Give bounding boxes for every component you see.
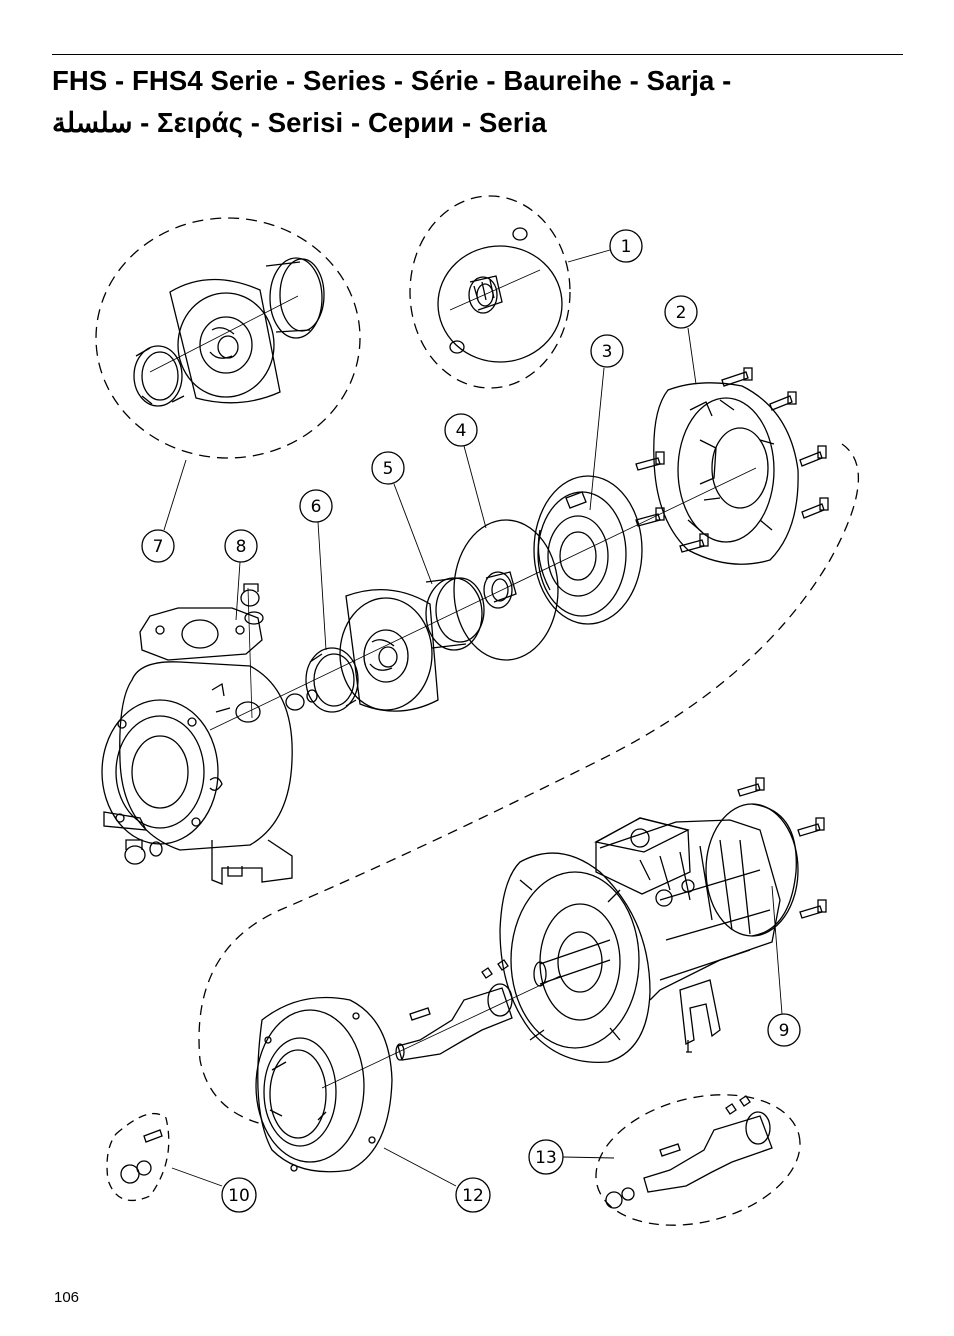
shaft-and-lantern — [255, 959, 561, 1173]
title-line-2: سلسلة - Σειράς - Serisi - Серии - Seria — [52, 107, 547, 138]
detail-group-10 — [106, 1113, 170, 1201]
assembly-connector-dashed — [198, 443, 860, 1125]
seal-housing — [533, 475, 643, 625]
callout-8: 4 — [444, 413, 487, 529]
svg-text:2: 2 — [676, 303, 687, 323]
callout-3: 3 — [589, 334, 624, 511]
callout-5: 6 — [299, 489, 333, 651]
callout-4: 2 — [664, 295, 698, 385]
callout-2: 7 — [141, 459, 187, 563]
header-rule — [52, 54, 903, 55]
pump-casing — [101, 583, 318, 885]
bracket-bolts — [635, 367, 829, 553]
callout-7: 1 — [567, 229, 643, 263]
callout-6: 5 — [371, 451, 433, 585]
svg-text:1: 1 — [621, 237, 632, 257]
callout-9: 9 — [767, 885, 801, 1047]
impeller-assembly — [305, 519, 559, 713]
svg-text:12: 12 — [462, 1186, 484, 1206]
shaft-axis-line — [209, 467, 757, 731]
callout-13: 13 — [528, 1139, 615, 1175]
svg-text:7: 7 — [153, 537, 164, 557]
svg-text:10: 10 — [228, 1186, 250, 1206]
detail-group-7 — [409, 195, 571, 389]
svg-text:9: 9 — [779, 1021, 790, 1041]
callout-1: 8 — [224, 529, 258, 621]
detail-group-13 — [595, 1094, 801, 1226]
page-title: FHS - FHS4 Serie - Series - Série - Baur… — [52, 60, 912, 144]
electric-motor — [499, 777, 827, 1064]
adapter-bracket — [635, 367, 829, 565]
svg-text:13: 13 — [535, 1148, 557, 1168]
svg-text:4: 4 — [456, 421, 467, 441]
svg-text:6: 6 — [311, 497, 322, 517]
motor-bolts — [737, 777, 827, 919]
title-line-1: FHS - FHS4 Serie - Series - Série - Baur… — [52, 65, 732, 96]
svg-text:3: 3 — [602, 342, 613, 362]
page-number: 106 — [54, 1289, 80, 1306]
detail-group-2 — [95, 217, 361, 459]
svg-text:8: 8 — [236, 537, 247, 557]
callout-10: 10 — [171, 1167, 257, 1213]
callout-12: 12 — [383, 1147, 491, 1213]
svg-text:5: 5 — [383, 459, 394, 479]
